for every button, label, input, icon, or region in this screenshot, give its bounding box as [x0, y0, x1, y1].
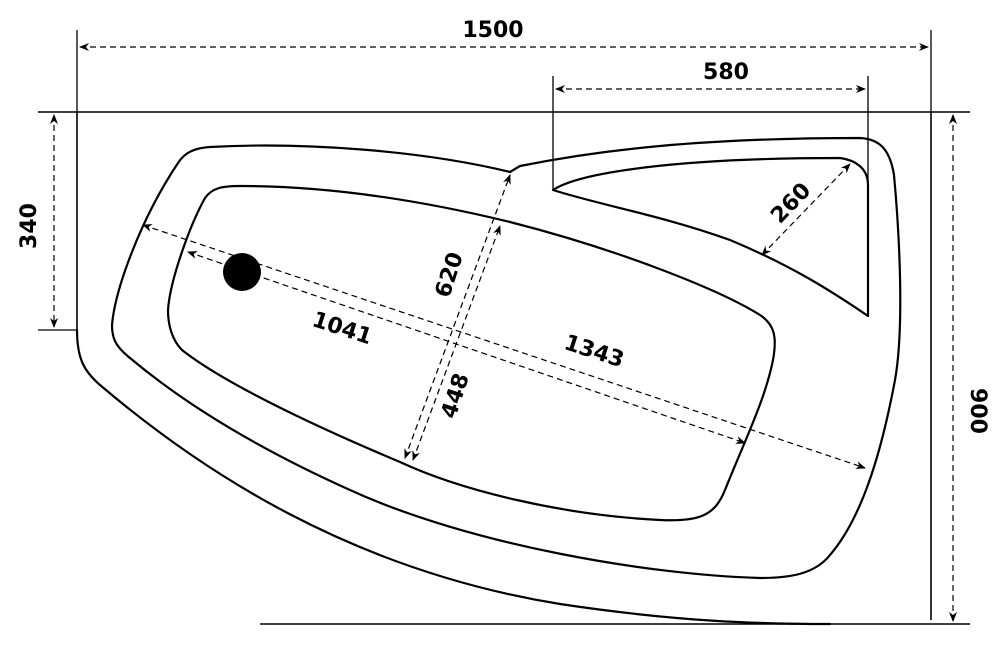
label-340: 340: [17, 203, 42, 249]
dim-left-wall: 340: [17, 114, 58, 328]
label-448: 448: [437, 370, 475, 421]
dim-seat-width: 580: [555, 60, 866, 93]
label-260: 260: [766, 178, 816, 228]
wall-lines: [38, 111, 970, 625]
label-900: 900: [965, 388, 990, 434]
outer-rim-contour: [75, 328, 832, 626]
label-1041: 1041: [309, 307, 375, 350]
inner-basin-contour: [166, 184, 776, 522]
rim-edge: [110, 136, 902, 580]
dim-inner-basin-length: 1041: [187, 251, 746, 444]
label-1343: 1343: [561, 330, 627, 373]
dim-overall-width: 1500: [79, 18, 929, 51]
dim-seat-depth: 260: [761, 163, 851, 256]
label-620: 620: [431, 249, 469, 300]
label-1500: 1500: [462, 18, 523, 43]
dim-outer-basin-length: 1343: [142, 224, 866, 469]
seat-shelf-contour: [551, 156, 870, 318]
label-580: 580: [703, 60, 749, 85]
dim-overall-depth: 900: [949, 114, 990, 622]
